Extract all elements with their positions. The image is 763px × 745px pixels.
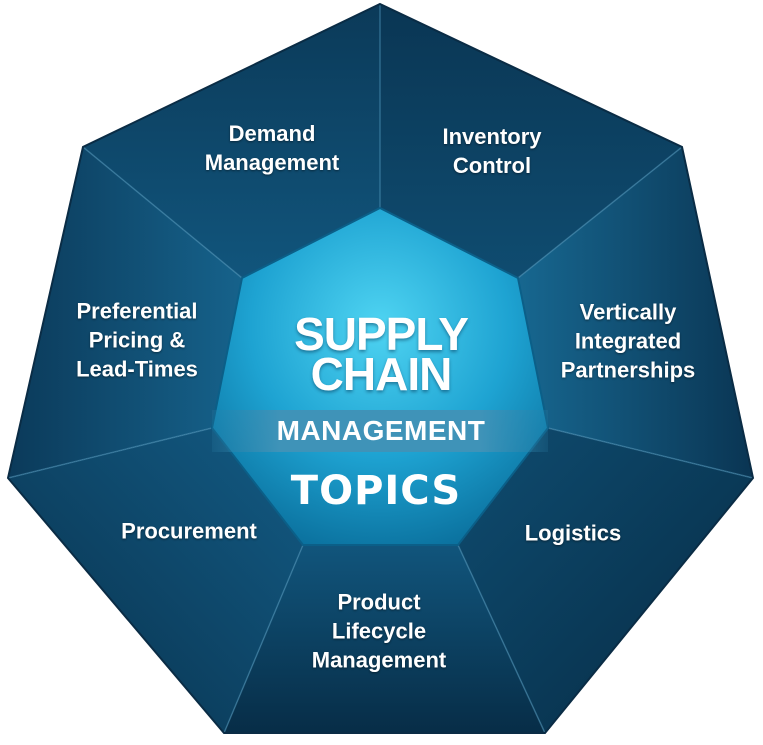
segment-demand-management [83,4,380,278]
center-topics-label: TOPICS [290,468,462,514]
center-band-label: MANAGEMENT [276,415,486,446]
label-procurement: Procurement [121,518,257,544]
segment-preferential-pricing-lead-times [8,147,242,478]
center-title-chain: CHAIN [310,348,453,400]
segment-inventory-control [380,4,682,278]
label-vertically-integrated-partnerships: Vertically Integrated Partnerships [560,299,696,383]
outer-heptagon-border [6,2,755,734]
management-band [212,410,548,452]
segment-vertically-integrated-partnerships [518,147,753,478]
segment-logistics [458,428,753,733]
label-preferential-pricing-lead-times: Preferential Pricing & Lead-Times [76,298,198,382]
label-logistics: Logistics [524,520,622,546]
label-inventory-control: Inventory Control [442,124,542,178]
label-product-lifecycle-management: Product Lifecycle Management [311,589,447,673]
center-heptagon [210,206,550,546]
segment-product-lifecycle-management [224,545,545,733]
label-demand-management: Demand Management [204,121,340,175]
center-title-supply: SUPPLY [294,308,469,360]
segment-dividers [7,4,754,734]
segment-procurement [8,428,303,733]
